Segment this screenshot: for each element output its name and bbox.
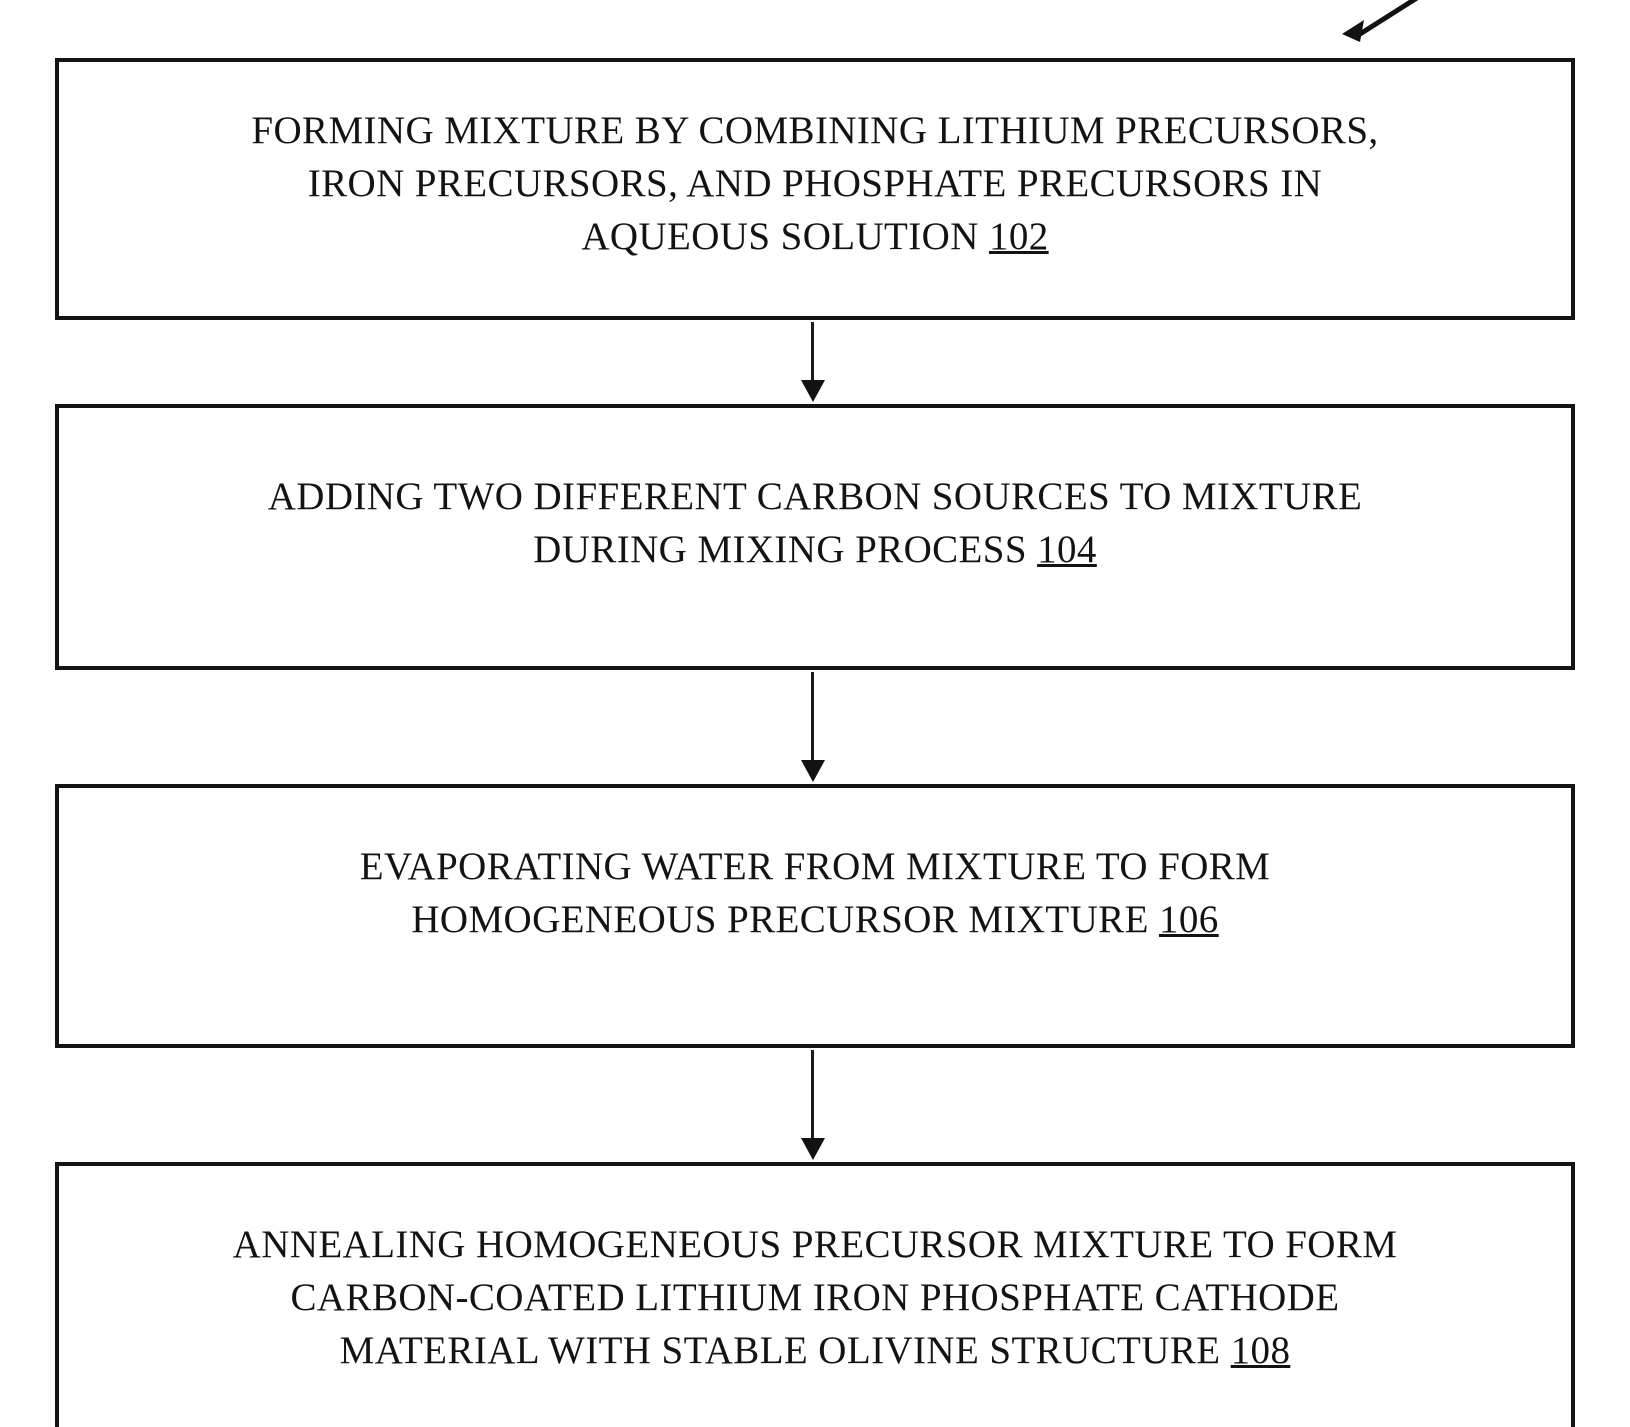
process-step-104-ref: 104 xyxy=(1037,528,1097,571)
process-step-106: EVAPORATING WATER FROM MIXTURE TO FORM H… xyxy=(55,784,1575,1048)
process-step-104-line-1: ADDING TWO DIFFERENT CARBON SOURCES TO M… xyxy=(267,475,1363,518)
process-step-104-label: ADDING TWO DIFFERENT CARBON SOURCES TO M… xyxy=(104,470,1525,576)
process-step-102-label: FORMING MIXTURE BY COMBINING LITHIUM PRE… xyxy=(104,104,1525,263)
process-step-102-line-1: FORMING MIXTURE BY COMBINING LITHIUM PRE… xyxy=(251,109,1379,152)
connector-shaft xyxy=(811,322,814,384)
process-step-106-line-1: EVAPORATING WATER FROM MIXTURE TO FORM xyxy=(359,845,1271,888)
process-step-102: FORMING MIXTURE BY COMBINING LITHIUM PRE… xyxy=(55,58,1575,320)
process-step-108-label: ANNEALING HOMOGENEOUS PRECURSOR MIXTURE … xyxy=(104,1218,1525,1377)
arrow-head-icon xyxy=(801,380,825,402)
process-step-102-line-3: AQUEOUS SOLUTION xyxy=(581,215,989,258)
connector-arrow-102-104 xyxy=(797,322,829,404)
connector-shaft xyxy=(811,1050,814,1142)
connector-shaft xyxy=(811,672,814,764)
process-step-106-label: EVAPORATING WATER FROM MIXTURE TO FORM H… xyxy=(104,840,1525,946)
arrow-head-icon xyxy=(801,1138,825,1160)
process-step-108-line-1: ANNEALING HOMOGENEOUS PRECURSOR MIXTURE … xyxy=(232,1223,1398,1266)
process-step-108: ANNEALING HOMOGENEOUS PRECURSOR MIXTURE … xyxy=(55,1162,1575,1427)
process-step-102-ref: 102 xyxy=(988,215,1049,258)
process-step-102-line-2: IRON PRECURSORS, AND PHOSPHATE PRECURSOR… xyxy=(307,162,1323,205)
connector-arrow-106-108 xyxy=(797,1050,829,1162)
process-step-108-line-3: MATERIAL WITH STABLE OLIVINE STRUCTURE xyxy=(339,1329,1231,1372)
connector-arrow-104-106 xyxy=(797,672,829,784)
process-step-106-line-2: HOMOGENEOUS PRECURSOR MIXTURE xyxy=(411,898,1159,941)
process-step-108-ref: 108 xyxy=(1230,1329,1291,1372)
process-step-108-line-2: CARBON-COATED LITHIUM IRON PHOSPHATE CAT… xyxy=(290,1276,1340,1319)
process-step-104: ADDING TWO DIFFERENT CARBON SOURCES TO M… xyxy=(55,404,1575,670)
leader-arrow-icon xyxy=(1342,0,1419,42)
process-step-104-line-2: DURING MIXING PROCESS xyxy=(533,528,1038,571)
arrow-head-icon xyxy=(801,760,825,782)
process-step-106-ref: 106 xyxy=(1158,898,1219,941)
